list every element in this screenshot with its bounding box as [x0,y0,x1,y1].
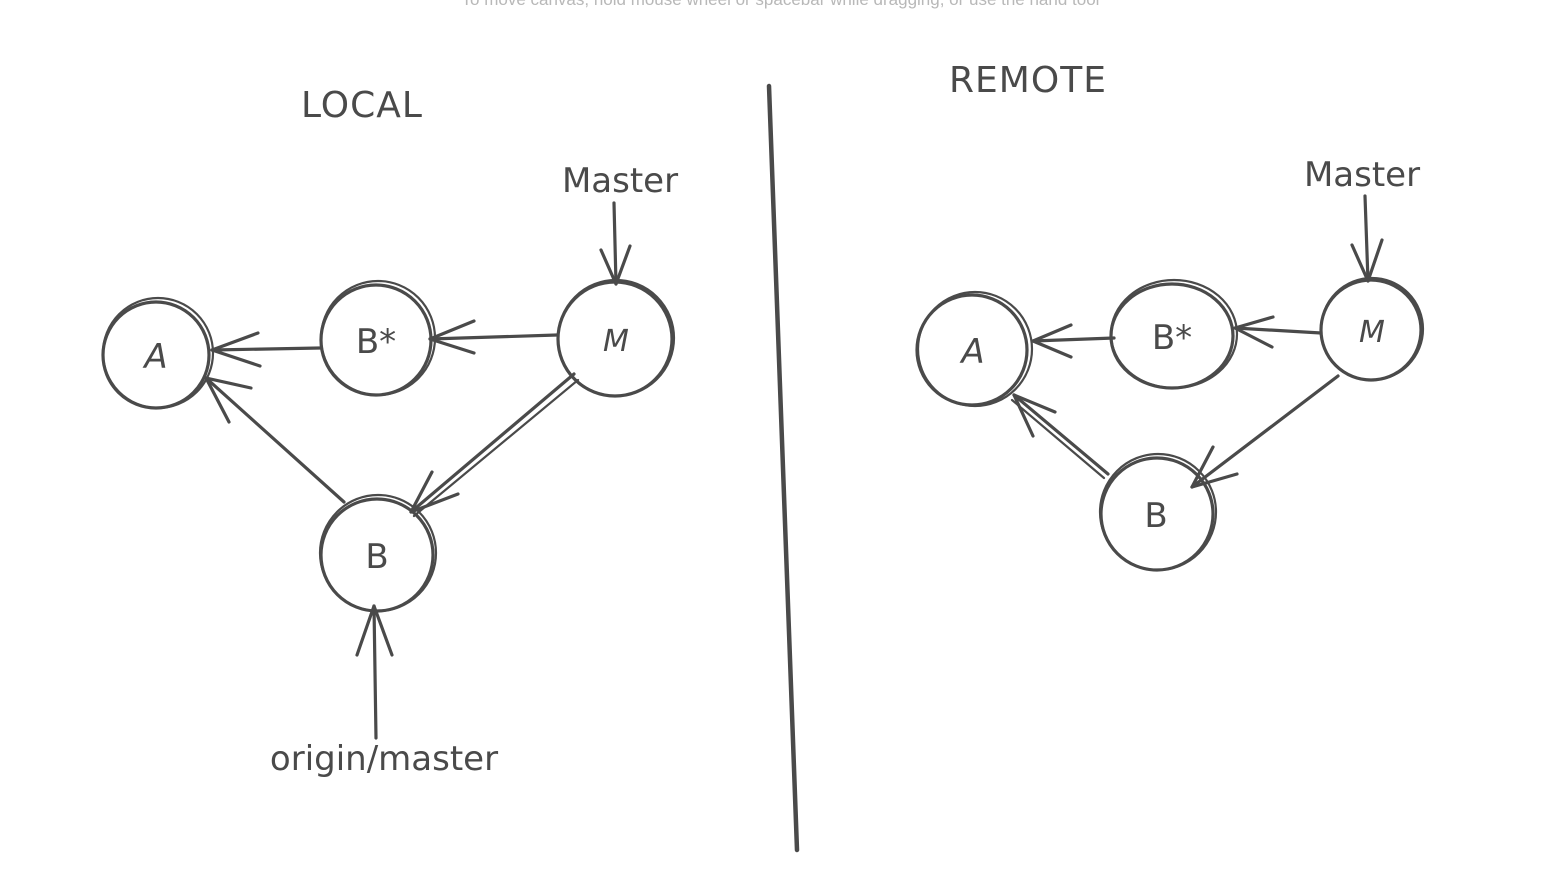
local-edge-m-to-bstar[interactable] [428,319,559,355]
local-node-a-label: A [142,337,167,377]
remote-master-label: Master [1304,155,1420,195]
local-section: LOCAL Master A B* M B [101,85,678,779]
local-node-bstar-label: B* [356,322,396,362]
remote-master-arrow[interactable] [1350,194,1384,283]
local-origin-label: origin/master [270,739,498,779]
local-node-m[interactable]: M [556,278,676,398]
local-edge-b-to-a[interactable] [204,376,346,504]
divider [766,83,800,853]
remote-edge-m-to-bstar[interactable] [1233,315,1323,349]
local-edge-m-to-b[interactable] [409,372,580,518]
remote-title: REMOTE [949,60,1107,101]
remote-node-a-label: A [959,332,984,372]
remote-node-b-label: B [1144,496,1167,536]
local-node-m-label: M [603,324,629,359]
remote-node-m[interactable]: M [1319,276,1425,382]
local-origin-arrow[interactable] [355,604,394,740]
remote-edge-b-to-a[interactable] [1010,393,1110,480]
remote-section: REMOTE Master A B* M B [915,60,1425,572]
remote-edge-bstar-to-a[interactable] [1031,323,1116,359]
remote-node-b[interactable]: B [1098,452,1218,572]
local-edge-bstar-to-a[interactable] [210,331,322,368]
local-master-label: Master [562,161,678,201]
remote-edge-m-to-b[interactable] [1190,374,1340,489]
local-master-arrow[interactable] [599,201,632,286]
local-node-b[interactable]: B [318,493,438,613]
local-title: LOCAL [301,85,423,126]
remote-node-bstar[interactable]: B* [1109,278,1239,390]
local-node-bstar[interactable]: B* [319,279,437,397]
remote-node-m-label: M [1359,315,1385,350]
canvas-hint: To move canvas, hold mouse wheel or spac… [0,0,1561,10]
local-node-b-label: B [365,537,388,577]
remote-node-a[interactable]: A [915,290,1034,408]
local-node-a[interactable]: A [101,296,215,410]
remote-node-bstar-label: B* [1152,318,1192,358]
